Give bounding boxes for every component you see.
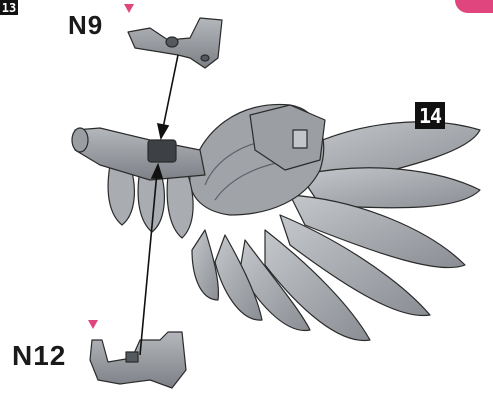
pink-marker-n9	[124, 4, 134, 13]
arrow-n9-to-socket	[163, 55, 178, 128]
part-n9	[128, 18, 222, 68]
wing-joint-arm	[75, 128, 205, 180]
corner-tab	[455, 0, 493, 13]
part-label-n12: N12	[12, 340, 66, 372]
hanging-feather-3	[167, 175, 193, 238]
pink-marker-n12	[88, 320, 98, 329]
feather-8	[192, 230, 218, 300]
step-number-badge: 14	[415, 102, 445, 129]
part-label-n9: N9	[68, 10, 103, 41]
previous-step-badge: 13	[0, 0, 18, 15]
socket	[148, 140, 176, 162]
part-n12	[90, 332, 186, 388]
wing-assembly	[72, 104, 480, 340]
